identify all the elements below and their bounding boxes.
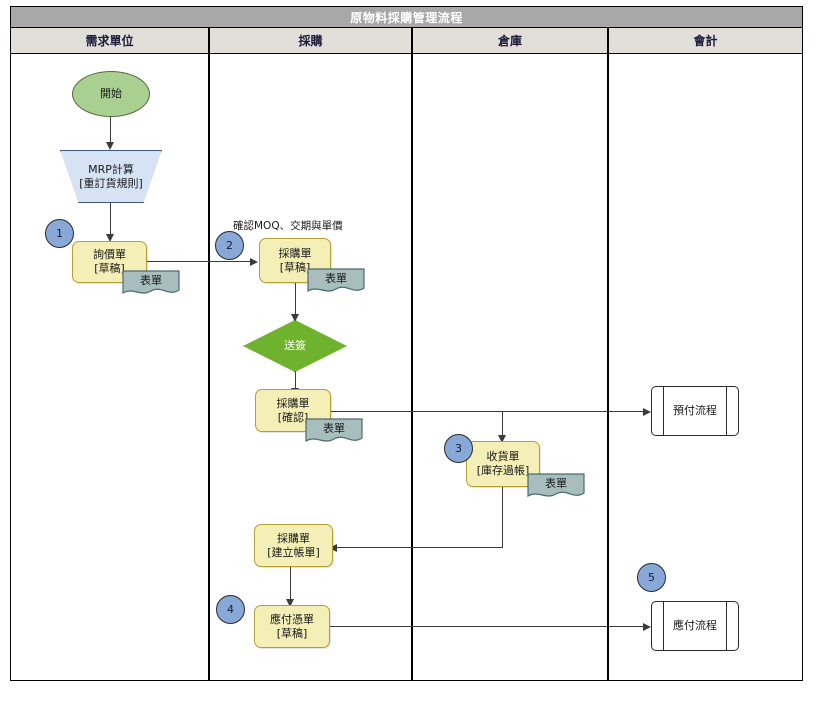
arrowhead-payable [643,622,651,631]
badge-1: 1 [45,219,74,248]
lane-body-demand [10,54,209,681]
lane-body-purchasing [209,54,412,681]
badge-4-label: 4 [227,603,234,616]
node-prepay-process-label: 預付流程 [673,404,717,418]
node-po-confirmed[interactable]: 採購單 [確認] [255,389,331,432]
form-doc-po-confirm-label: 表單 [323,422,345,436]
lane-body-accounting [608,54,803,681]
diagram-title: 原物料採購管理流程 [10,6,803,28]
form-doc-po-draft-label: 表單 [325,272,347,286]
node-mrp-label: MRP計算 [重訂貨規則] [79,162,143,190]
arrowhead-prepay [643,407,651,416]
node-mrp-calculation[interactable]: MRP計算 [重訂貨規則] [60,150,162,203]
node-goods-receipt-label: 收貨單 [庫存過帳] [476,450,530,477]
node-approval-label: 送簽 [284,339,306,353]
form-doc-receipt: 表單 [527,473,585,501]
node-payable-process[interactable]: 應付流程 [651,601,739,651]
annotation-moq-note: 確認MOQ、交期與單價 [233,220,343,232]
badge-2-label: 2 [226,239,233,252]
node-prepay-process[interactable]: 預付流程 [651,386,739,436]
badge-5: 5 [637,563,666,592]
node-po-draft-label: 採購單 [草稿] [278,246,312,274]
arrowhead-podraft [250,257,258,266]
arrowhead-voucher [286,599,294,607]
form-doc-receipt-label: 表單 [545,477,567,491]
connector-approve-to-poconfirm [295,372,297,392]
arrowhead-pobill [329,543,337,552]
node-rfq-label: 詢價單 [草稿] [93,248,126,275]
predef-bar-left [663,387,665,435]
badge-5-label: 5 [648,571,655,584]
node-payable-voucher-label: 應付憑單 [草稿] [270,612,314,640]
lane-header-purchasing: 採購 [209,28,412,54]
document-icon [305,418,363,443]
badge-3-label: 3 [455,442,462,455]
connector-branch-to-receipt [502,411,504,437]
node-start[interactable]: 開始 [72,71,150,117]
node-po-create-bill-label: 採購單 [建立帳單] [267,531,320,559]
node-po-confirmed-label: 採購單 [確認] [276,396,310,424]
predef-bar-right [725,602,727,650]
lane-body-warehouse [412,54,608,681]
connector-start-to-mrp [110,117,112,144]
connector-receipt-down [502,487,504,548]
arrowhead-approve [291,314,299,322]
node-payable-process-label: 應付流程 [673,619,717,633]
form-doc-rfq: 表單 [122,270,180,298]
connector-rfq-to-podraft [147,261,252,263]
arrowhead-receipt [498,435,506,443]
form-doc-po-confirm: 表單 [305,418,363,446]
predef-bar-right [725,387,727,435]
badge-3: 3 [444,434,473,463]
node-po-create-bill[interactable]: 採購單 [建立帳單] [254,524,333,567]
arrowhead-mrp [106,142,114,150]
connector-poconfirm-to-prepay [331,411,645,413]
document-icon [527,473,585,498]
arrowhead-rfq [106,234,114,242]
lane-header-demand: 需求單位 [10,28,209,54]
lane-header-warehouse: 倉庫 [412,28,608,54]
connector-receipt-to-pobill [333,547,503,549]
node-start-label: 開始 [100,87,122,101]
connector-mrp-to-rfq [110,203,112,236]
connector-pobill-to-voucher [290,567,292,601]
predef-bar-left [663,602,665,650]
badge-4: 4 [216,595,245,624]
document-icon [122,270,180,295]
form-doc-rfq-label: 表單 [140,274,162,288]
connector-podraft-to-approve [295,283,297,316]
node-payable-voucher[interactable]: 應付憑單 [草稿] [254,605,330,648]
lane-header-accounting: 會計 [608,28,803,54]
badge-2: 2 [215,231,244,260]
connector-voucher-to-payable [330,626,645,628]
document-icon [307,268,365,293]
form-doc-po-draft: 表單 [307,268,365,296]
badge-1-label: 1 [56,227,63,240]
